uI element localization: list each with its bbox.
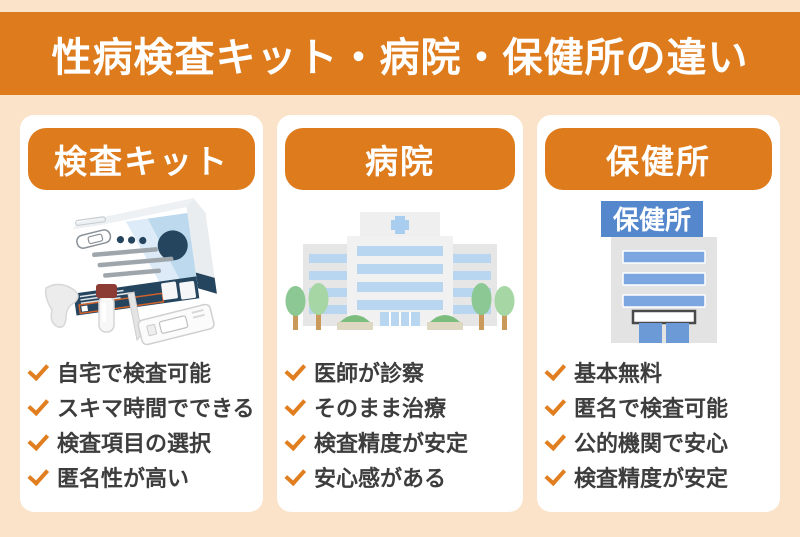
list-item: 基本無料 bbox=[544, 354, 772, 389]
check-icon bbox=[284, 358, 307, 381]
test-kit-illustration bbox=[28, 190, 255, 352]
column-hospital: 病院 bbox=[277, 115, 523, 512]
list-item-label: 安心感がある bbox=[314, 466, 447, 492]
list-item: 匿名で検査可能 bbox=[544, 389, 772, 424]
checklist-hospital: 医師が診察 そのまま治療 検査精度が安定 安心感がある bbox=[284, 352, 515, 494]
hospital-icon bbox=[285, 211, 515, 330]
checklist-test-kit: 自宅で検査可能 スキマ時間でできる 検査項目の選択 匿名性が高い bbox=[27, 352, 255, 494]
check-icon bbox=[27, 358, 50, 381]
check-icon bbox=[27, 393, 50, 416]
list-item-label: スキマ時間でできる bbox=[57, 396, 255, 422]
list-item-label: 基本無料 bbox=[574, 361, 663, 387]
column-test-kit: 検査キット bbox=[20, 115, 263, 512]
checklist-health-center: 基本無料 匿名で検査可能 公的機関で安心 検査精度が安定 bbox=[544, 352, 772, 494]
page-title: 性病検査キット・病院・保健所の違い bbox=[51, 34, 749, 81]
check-icon bbox=[544, 393, 567, 416]
check-icon bbox=[284, 393, 307, 416]
list-item: 自宅で検査可能 bbox=[27, 354, 255, 389]
list-item-label: 自宅で検査可能 bbox=[57, 361, 212, 387]
list-item: 匿名性が高い bbox=[27, 459, 255, 494]
check-icon bbox=[284, 428, 307, 451]
health-center-sign-label: 保健所 bbox=[611, 206, 690, 236]
title-banner: 性病検査キット・病院・保健所の違い bbox=[0, 12, 800, 95]
list-item: 安心感がある bbox=[284, 459, 515, 494]
list-item: そのまま治療 bbox=[284, 389, 515, 424]
list-item-label: 検査精度が安定 bbox=[574, 466, 729, 492]
list-item-label: 検査精度が安定 bbox=[314, 431, 469, 457]
list-item: 医師が診察 bbox=[284, 354, 515, 389]
comparison-columns: 検査キット bbox=[20, 115, 780, 512]
list-item: 公的機関で安心 bbox=[544, 424, 772, 459]
check-icon bbox=[27, 463, 50, 486]
health-center-icon: 保健所 bbox=[600, 201, 717, 343]
list-item: 検査精度が安定 bbox=[284, 424, 515, 459]
test-kit-icon bbox=[44, 198, 217, 346]
check-icon bbox=[284, 463, 307, 486]
list-item: 検査精度が安定 bbox=[544, 459, 772, 494]
list-item-label: 公的機関で安心 bbox=[574, 431, 729, 457]
check-icon bbox=[544, 358, 567, 381]
column-health-center: 保健所 保健所 基本無料 匿名で検査可能 公的機関で安心 検査精度が安定 bbox=[537, 115, 780, 512]
list-item-label: そのまま治療 bbox=[314, 396, 447, 422]
check-icon bbox=[544, 428, 567, 451]
health-center-illustration: 保健所 bbox=[545, 190, 772, 352]
check-icon bbox=[544, 463, 567, 486]
hospital-illustration bbox=[285, 190, 515, 352]
list-item-label: 匿名性が高い bbox=[57, 466, 190, 492]
column-header-test-kit: 検査キット bbox=[28, 128, 255, 190]
list-item: 検査項目の選択 bbox=[27, 424, 255, 459]
check-icon bbox=[27, 428, 50, 451]
column-header-hospital: 病院 bbox=[285, 128, 515, 190]
list-item-label: 医師が診察 bbox=[314, 361, 425, 387]
list-item-label: 匿名で検査可能 bbox=[574, 396, 729, 422]
list-item-label: 検査項目の選択 bbox=[57, 431, 212, 457]
list-item: スキマ時間でできる bbox=[27, 389, 255, 424]
column-header-health-center: 保健所 bbox=[545, 128, 772, 190]
